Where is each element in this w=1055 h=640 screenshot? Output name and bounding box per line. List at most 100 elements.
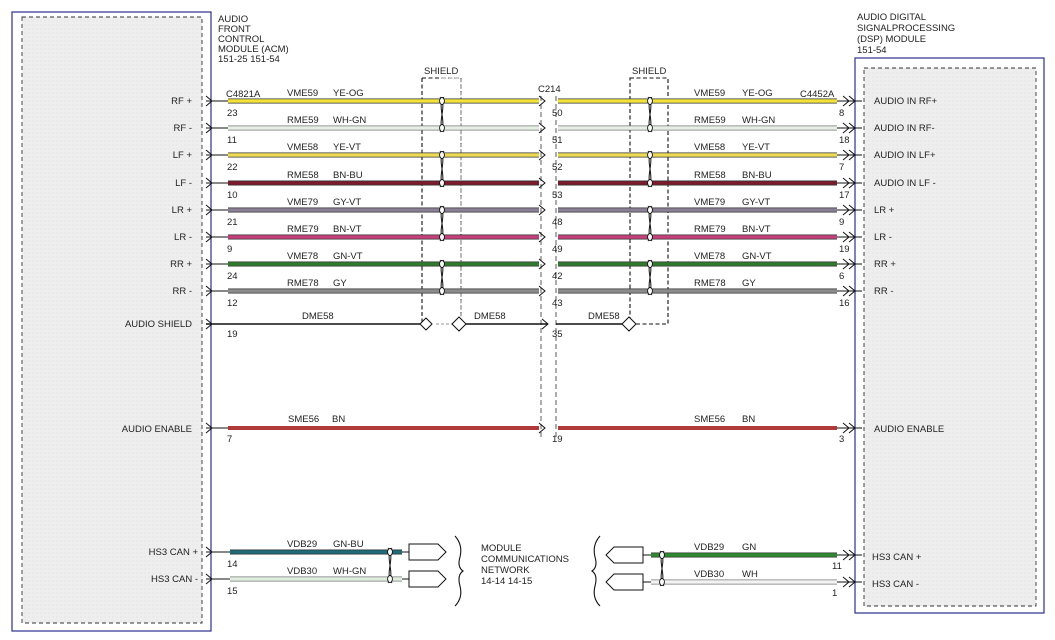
twist-loop [647,124,653,132]
can-circuit-left: VDB29 [287,539,317,550]
wire-circuit-right: VME78 [694,251,725,262]
wire-circuit-right: VME79 [694,197,725,208]
wire-pin-acm: 11 [227,135,237,146]
can-dsp-arrow [842,576,856,588]
wire-color-right: GY [742,278,756,289]
wire-color-left: GN-VT [333,251,363,262]
wire-circuit-right: RME58 [694,170,726,181]
c214-arrow [538,258,546,270]
acm-arrow [205,285,213,297]
c214-arrow [538,122,546,134]
module-communications-network: MODULE COMMUNICATIONS NETWORK 14-14 14-1… [454,535,601,607]
can-circuit-left: VDB30 [287,566,317,577]
c214-arrow [538,285,546,297]
wire-left-label: LF - [175,178,192,189]
svg-text:CONTROL: CONTROL [218,34,264,45]
wire-pin-dsp: 7 [839,162,844,173]
twist-loop [647,260,653,268]
twist-loop [439,97,445,105]
audio-enable-left-label: AUDIO ENABLE [122,424,192,435]
wire-pin-dsp: 17 [839,190,850,201]
audio-enable-circuit-right: SME56 [694,414,725,425]
audio-enable-right-label: AUDIO ENABLE [874,424,944,435]
wire-color-left: BN-BU [333,170,363,181]
wire-color-right: YE-VT [742,142,770,153]
dsp-arrow [842,258,856,270]
dsp-arrow [842,149,856,161]
can-pin-dsp: 11 [832,561,842,572]
can-left-label: HS3 CAN + [149,547,199,558]
wire-color-left: GY-VT [333,197,361,208]
wire-color-left: YE-OG [333,88,364,99]
wire-pin-acm: 22 [227,162,238,173]
can-right-label: HS3 CAN - [872,579,919,590]
c214-arrow [538,177,546,189]
twist-loop [439,179,445,187]
svg-text:AUDIO: AUDIO [218,14,248,25]
can-acm-arrow [205,573,213,585]
twisted-pair-marks [439,96,653,296]
wire-right-label: LR - [874,232,892,243]
audio-enable-wire: AUDIO ENABLE AUDIO ENABLE SME56 BN SME56… [122,414,944,445]
wire-pin-c214: 42 [552,271,563,282]
wire-pin-c214: 49 [552,244,563,255]
wire-pin-c214: 50 [552,108,563,119]
wire-color-right: BN-BU [742,170,772,181]
can-circuit-right: VDB30 [694,569,724,580]
can-color-right: GN [742,542,756,553]
wire-left-label: LR + [172,205,193,216]
svg-text:(DSP) MODULE: (DSP) MODULE [857,34,926,45]
audio-shield-pin-acm: 19 [227,329,238,340]
c214-arrow [538,231,546,243]
can-twist-loop [387,575,393,583]
acm-connector-label: C4821A [226,89,261,100]
wire-color-left: YE-VT [333,142,361,153]
svg-text:FRONT: FRONT [218,24,251,35]
audio-enable-circuit-left: SME56 [288,414,319,425]
wire-pin-acm: 21 [227,217,238,228]
audio-shield-label: AUDIO SHIELD [125,319,192,330]
wire-color-right: YE-OG [742,88,773,99]
wire-color-left: BN-VT [333,224,362,235]
twist-loop [647,233,653,241]
mcn-line-4: 14-14 14-15 [481,576,532,587]
wire-pin-c214: 48 [552,217,563,228]
wire-color-left: GY [333,278,347,289]
audio-enable-color-right: BN [742,414,755,425]
wire-pin-c214: 52 [552,162,563,173]
wire-circuit-right: RME79 [694,224,726,235]
wire-circuit-left: VME58 [287,142,318,153]
c214-connector-label: C214 [538,84,561,95]
wire-right-label: RR + [874,259,896,270]
acm-arrow [205,122,213,134]
acm-module [11,11,212,632]
mcn-line-2: COMMUNICATIONS [481,554,569,565]
svg-text:151-25 151-54: 151-25 151-54 [218,54,280,65]
c214-arrow [538,95,546,107]
twist-loop [439,260,445,268]
acm-title: AUDIO FRONT CONTROL MODULE (ACM) 151-25 … [218,14,289,65]
wire-color-right: BN-VT [742,224,771,235]
wire-color-right: GN-VT [742,251,772,262]
dsp-title: AUDIO DIGITAL SIGNALPROCESSING (DSP) MOD… [857,12,955,56]
shield-left: SHIELD [421,66,462,325]
acm-arrow [205,149,213,161]
audio-shield-circuit-right: DME58 [588,311,620,322]
wire-pin-c214: 51 [552,135,563,146]
can-color-left: GN-BU [333,539,364,550]
can-circuit-right: VDB29 [694,542,724,553]
dsp-arrow [842,285,856,297]
twist-loop [439,233,445,241]
shield-right: SHIELD [629,66,669,325]
dsp-arrow [842,231,856,243]
can-color-left: WH-GN [333,566,366,577]
wire-circuit-left: VME78 [287,251,318,262]
audio-enable-color-left: BN [332,414,345,425]
